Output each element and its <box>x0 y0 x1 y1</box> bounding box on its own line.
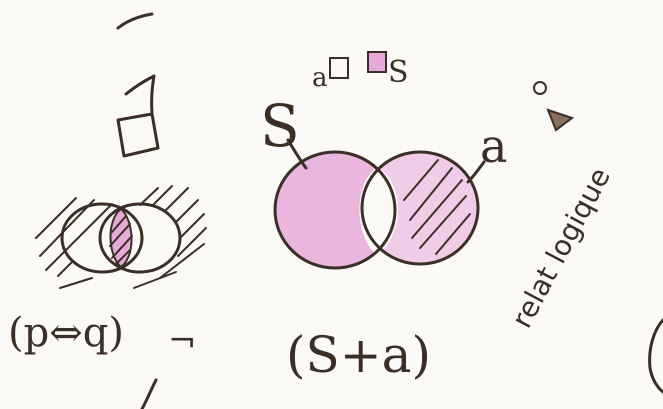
relation-a-label: a <box>312 63 328 93</box>
right-edge-arc <box>650 320 663 392</box>
right-note: relat logique <box>505 162 617 333</box>
small-circle-icon <box>534 82 546 94</box>
center-venn-diagram <box>275 140 484 268</box>
relation-filled-square-icon <box>368 52 386 72</box>
side-symbol: ¬ <box>168 321 197 361</box>
center-formula: (S+a) <box>286 326 431 384</box>
bottom-stroke <box>142 380 156 409</box>
negation-mark-icon <box>126 76 154 112</box>
small-square-icon <box>118 114 158 156</box>
left-formula: (p⇔q) <box>8 310 124 356</box>
left-venn-diagram <box>36 186 206 288</box>
set-a-label: a <box>480 119 507 173</box>
relation-square-icon <box>330 58 348 78</box>
top-left-stroke <box>118 14 152 28</box>
relation-s-small: S <box>388 55 409 90</box>
shaded-triangle-icon <box>548 110 572 130</box>
